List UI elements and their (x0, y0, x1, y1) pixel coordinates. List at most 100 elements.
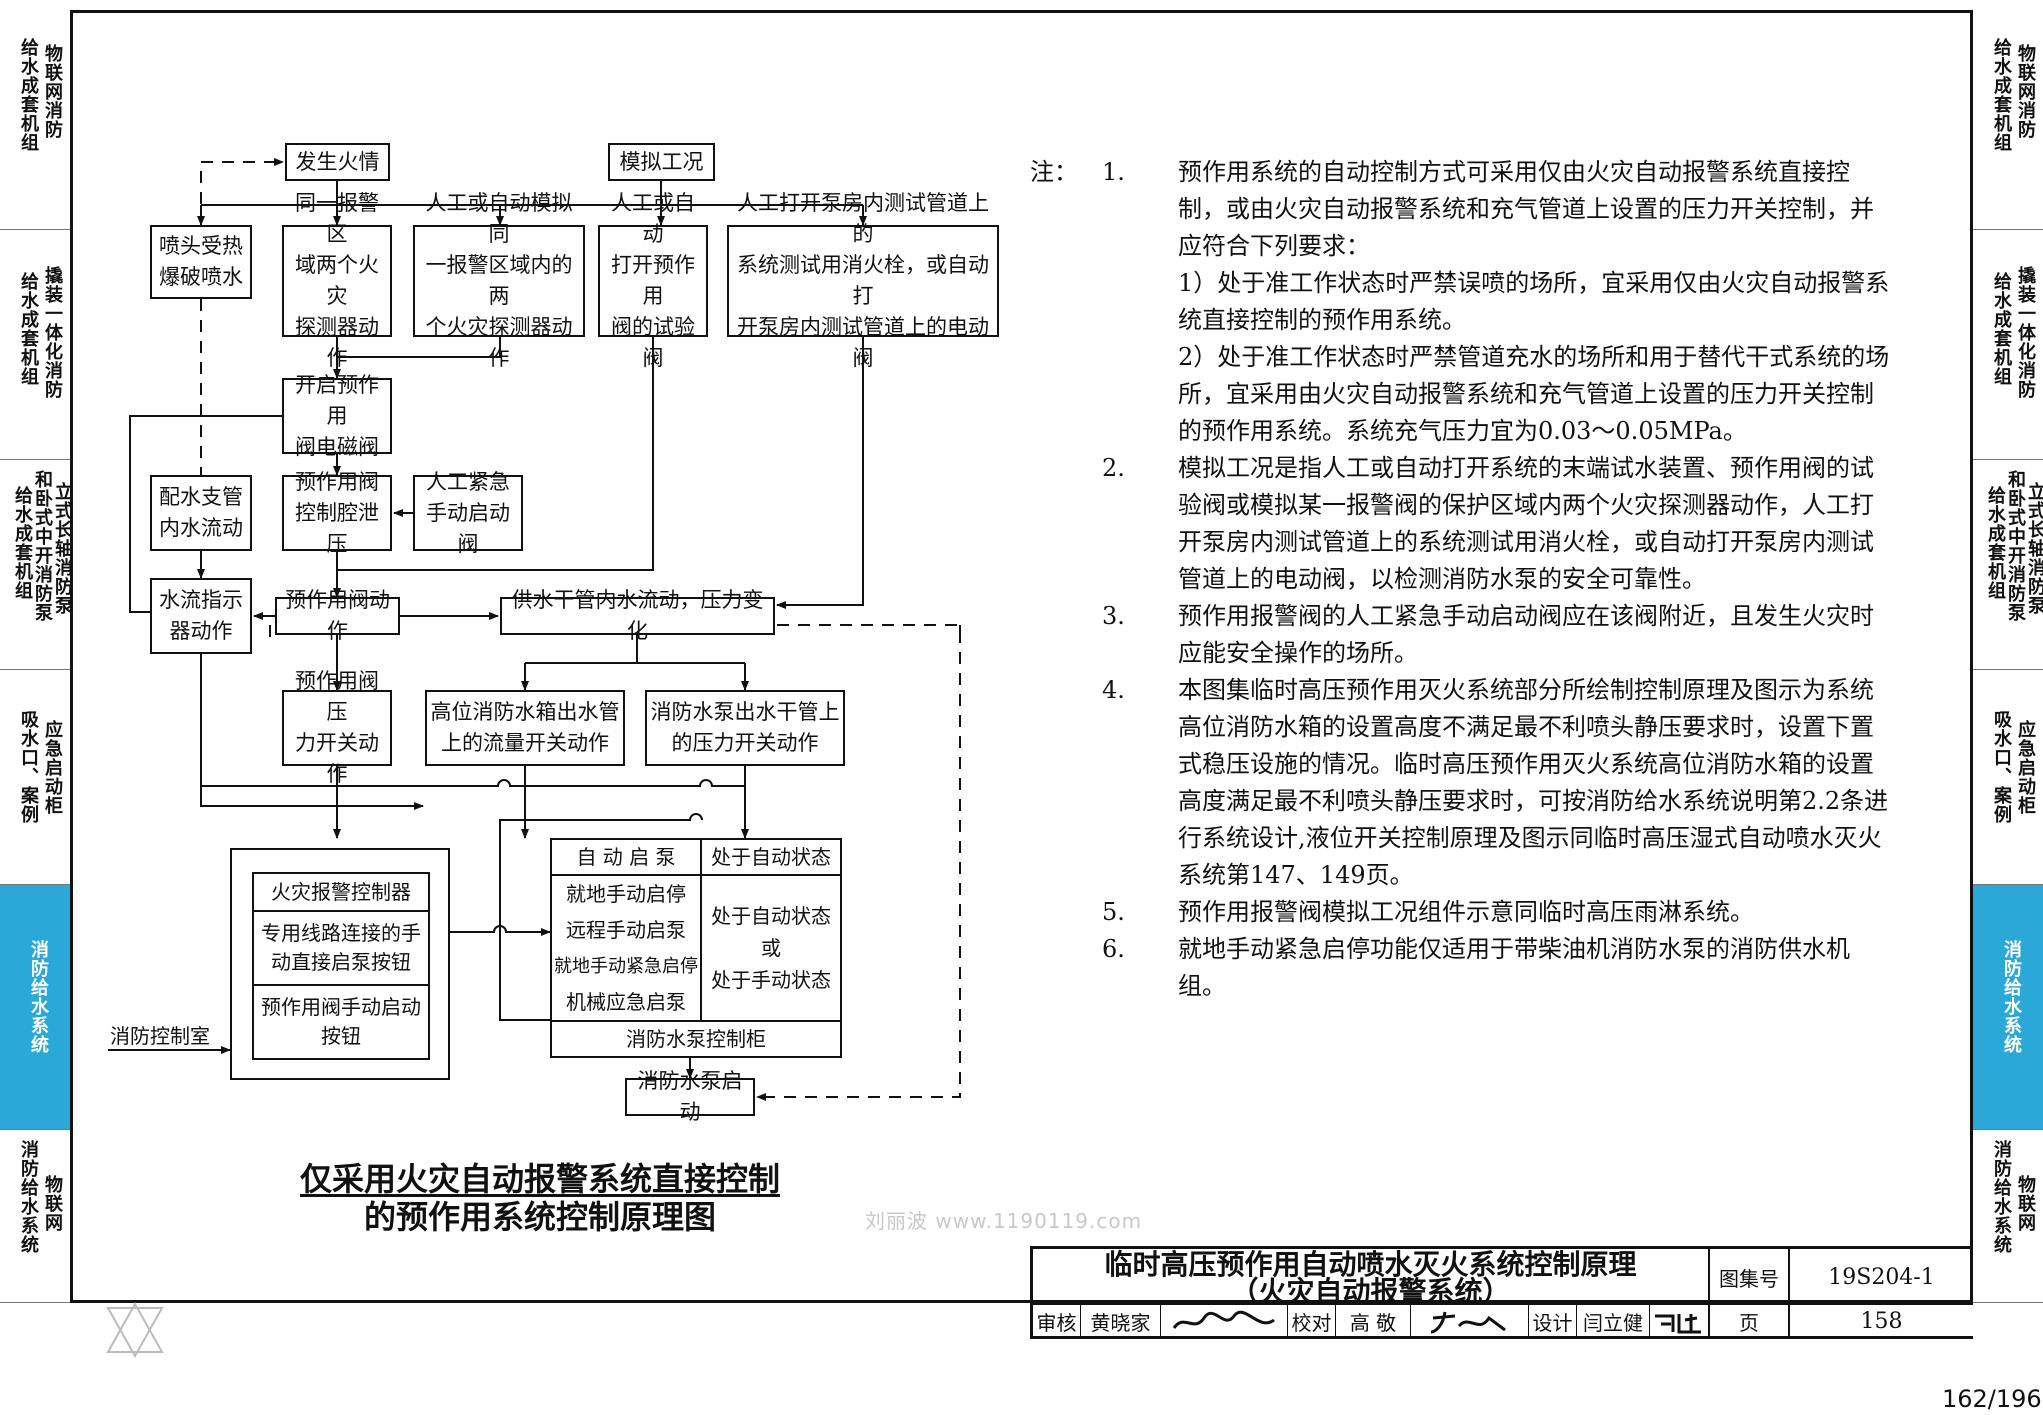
cabinet-row-4: 机械应急启泵 (566, 989, 686, 1014)
note-3-para-0: 3. 预作用报警阀的人工紧急手动启动阀应在该阀附近，且发生火灾时应能安全操作的场所… (1070, 598, 1890, 672)
right-tab-0-label-1: 给水成套机组 (1991, 38, 2012, 152)
cabinet-row-1: 就地手动启停 (566, 881, 686, 906)
left-tab-3-label-0: 应急启动柜 (42, 720, 63, 815)
note-text: 预作用系统的自动控制方式可采用仅由火灾自动报警系统直接控制，或由火灾自动报警系统… (1178, 158, 1874, 260)
signature-row: 审核 黄晓家 校对 高 敬 设计 闫立健 页 158 (1030, 1303, 1973, 1339)
drawing-frame (70, 10, 1973, 1303)
title-line1: 临时高压预作用自动喷水灭火系统控制原理 (1104, 1247, 1637, 1281)
note-number: 3. (1102, 602, 1125, 630)
right-tab-1[interactable]: 撬装一体化消防给水成套机组 (1973, 230, 2043, 460)
corner-stamp-mark (106, 1301, 164, 1359)
right-side-tabs: 物联网消防给水成套机组撬装一体化消防给水成套机组立式长轴消防泵和卧式中开消防泵给… (1973, 10, 2043, 1303)
flow-box-preaction-valve-action: 预作用阀动作 (275, 588, 400, 643)
note-text: 1）处于准工作状态时严禁误喷的场所，宜采用仅由火灾自动报警系统直接控制的预作用系… (1178, 269, 1890, 334)
flow-box-same-zone-detectors: 同一报警区 域两个火灾 探测器动作 (282, 191, 392, 370)
note-number: 2. (1102, 454, 1125, 482)
pump-control-cabinet: 自 动 启 泵就地手动启停远程手动启泵就地手动紧急启停机械应急启泵 处于自动状态… (550, 838, 842, 1058)
left-tab-5-label-0: 物联网 (42, 1175, 63, 1232)
watermark: 刘丽波 www.1190119.com (865, 1209, 1143, 1233)
flow-box-fire-pump-start: 消防水泵启动 (625, 1069, 755, 1124)
flow-box-tank-flow-switch: 高位消防水箱出水管 上的流量开关动作 (425, 690, 625, 766)
cabinet-row-3: 就地手动紧急启停 (554, 955, 698, 977)
left-tab-5-label-1: 消防给水系统 (18, 1140, 39, 1254)
note-1-para-1: 1）处于准工作状态时严禁误喷的场所，宜采用仅由火灾自动报警系统直接控制的预作用系… (1070, 265, 1890, 339)
left-tab-4[interactable]: 消防给水系统 (0, 885, 70, 1130)
flow-box-sprinkler-burst: 喷头受热 爆破喷水 (150, 225, 252, 299)
left-tab-0-label-1: 给水成套机组 (18, 38, 39, 152)
atlas-number: 19S204-1 (1828, 1265, 1935, 1290)
designer-signature-mark (1655, 1313, 1701, 1333)
design-label: 设计 (1529, 1305, 1577, 1338)
designer-name: 闫立健 (1577, 1305, 1650, 1338)
note-text: 本图集临时高压预作用灭火系统部分所绘制控制原理及图示为系统高位消防水箱的设置高度… (1178, 676, 1889, 889)
flow-box-main-pipe-flow: 供水干管内水流动，压力变化 (500, 588, 775, 643)
note-5-para-0: 5.预作用报警阀模拟工况组件示意同临时高压雨淋系统。 (1070, 894, 1890, 931)
note-2-para-0: 2. 模拟工况是指人工或自动打开系统的末端试水装置、预作用阀的试验阀或模拟某一报警… (1070, 450, 1890, 598)
left-tab-1-label-0: 撬装一体化消防 (42, 266, 63, 399)
right-tab-4[interactable]: 消防给水系统 (1973, 885, 2043, 1130)
flow-box-fire-occurs: 发生火情 (285, 143, 390, 181)
flow-box-branch-pipe-flow: 配水支管 内水流动 (150, 475, 252, 551)
flow-box-manual-emergency-valve: 人工紧急 手动启动阀 (413, 470, 523, 556)
right-tab-0-label-0: 物联网消防 (2015, 44, 2036, 139)
right-tab-2-label-2: 给水成套机组 (1985, 486, 2006, 600)
right-tab-1-label-1: 给水成套机组 (1991, 272, 2012, 386)
left-tab-1-label-1: 给水成套机组 (18, 272, 39, 386)
right-tab-2-label-0: 立式长轴消防泵 (2025, 482, 2043, 615)
atlas-label: 图集号 (1710, 1249, 1790, 1306)
notes-section: 注：1.预作用系统的自动控制方式可采用仅由火灾自动报警系统直接控制，或由火灾自动… (1030, 154, 1890, 1005)
right-tab-3-label-1: 吸水口、案例 (1991, 710, 2012, 824)
page-number: 158 (1860, 1309, 1903, 1334)
note-number: 6. (1102, 935, 1125, 963)
right-tab-3[interactable]: 应急启动柜吸水口、案例 (1973, 670, 2043, 885)
check-label: 校对 (1288, 1305, 1336, 1338)
title-line2: （火灾自动报警系统） (1230, 1274, 1511, 1308)
review-label: 审核 (1033, 1305, 1081, 1338)
note-1-para-2: 2）处于准工作状态时严禁管道充水的场所和用于替代干式系统的场所，宜采用由火灾自动… (1070, 339, 1890, 450)
right-tab-5-label-0: 物联网 (2015, 1175, 2036, 1232)
left-tab-5[interactable]: 物联网消防给水系统 (0, 1130, 70, 1303)
note-1-para-0: 1. 预作用系统的自动控制方式可采用仅由火灾自动报警系统直接控制，或由火灾自动报警… (1070, 154, 1890, 265)
left-tab-2-label-1: 和卧式中开消防泵 (32, 470, 53, 622)
note-text: 就地手动紧急启停功能仅适用于带柴油机消防水泵的消防供水机组。 (1178, 935, 1850, 1000)
note-6-para-0: 6. 就地手动紧急启停功能仅适用于带柴油机消防水泵的消防供水机组。 (1070, 931, 1890, 1005)
caption-line1: 仅采用火灾自动报警系统直接控制 (299, 1160, 780, 1198)
right-tab-0[interactable]: 物联网消防给水成套机组 (1973, 10, 2043, 230)
flow-box-simulated-condition: 模拟工况 (608, 143, 715, 181)
right-tab-2-label-1: 和卧式中开消防泵 (2005, 470, 2026, 622)
left-tab-4-label-0: 消防给水系统 (28, 940, 49, 1054)
flow-box-open-test-valve: 人工或自动 打开预作用 阀的试验阀 (598, 191, 708, 370)
left-tab-2-label-2: 给水成套机组 (12, 486, 33, 600)
right-tab-5[interactable]: 物联网消防给水系统 (1973, 1130, 2043, 1303)
right-tab-5-label-1: 消防给水系统 (1991, 1140, 2012, 1254)
page-label: 页 (1710, 1305, 1790, 1338)
note-text: 预作用报警阀模拟工况组件示意同临时高压雨淋系统。 (1178, 898, 1754, 926)
flow-box-flow-indicator: 水流指示 器动作 (150, 578, 252, 654)
flow-box-control-chamber-release: 预作用阀 控制腔泄压 (282, 470, 392, 556)
note-number: 1. (1102, 158, 1125, 186)
note-4-para-0: 4.本图集临时高压预作用灭火系统部分所绘制控制原理及图示为系统高位消防水箱的设置… (1070, 672, 1890, 894)
flow-box-open-test-hydrant: 人工打开泵房内测试管道上的 系统测试用消火栓，或自动打 开泵房内测试管道上的电动… (727, 191, 999, 370)
note-text: 模拟工况是指人工或自动打开系统的末端试水装置、预作用阀的试验阀或模拟某一报警阀的… (1178, 454, 1874, 593)
reviewer-name: 黄晓家 (1081, 1305, 1161, 1338)
left-tab-1[interactable]: 撬装一体化消防给水成套机组 (0, 230, 70, 460)
left-tab-3[interactable]: 应急启动柜吸水口、案例 (0, 670, 70, 885)
reviewer-signature (1161, 1305, 1288, 1338)
right-tab-2[interactable]: 立式长轴消防泵和卧式中开消防泵给水成套机组 (1973, 460, 2043, 670)
left-tab-2-label-0: 立式长轴消防泵 (52, 482, 73, 615)
note-text: 预作用报警阀的人工紧急手动启动阀应在该阀附近，且发生火灾时应能安全操作的场所。 (1178, 602, 1874, 667)
left-tab-2[interactable]: 立式长轴消防泵和卧式中开消防泵给水成套机组 (0, 460, 73, 670)
flow-box-open-solenoid-valve: 开启预作用 阀电磁阀 (282, 373, 392, 459)
cabinet-status-alt: 处于自动状态 或 处于手动状态 (700, 876, 840, 1020)
left-tab-0[interactable]: 物联网消防给水成套机组 (0, 10, 70, 230)
flow-box-simulate-two-detectors: 人工或自动模拟同 一报警区域内的两 个火灾探测器动作 (413, 191, 585, 370)
flow-box-pump-pressure-switch: 消防水泵出水干管上 的压力开关动作 (645, 690, 845, 766)
reviewer-signature-mark (1172, 1310, 1275, 1329)
diagram-caption: 仅采用火灾自动报警系统直接控制 的预作用系统控制原理图 (260, 1160, 820, 1236)
caption-line2: 的预作用系统控制原理图 (363, 1198, 716, 1236)
page-counter: 162/196 (1942, 1385, 2042, 1413)
preaction-valve-manual-start-button: 预作用阀手动启动 按钮 (261, 995, 421, 1048)
right-tab-4-label-0: 消防给水系统 (2001, 940, 2022, 1054)
checker-signature (1411, 1305, 1529, 1338)
